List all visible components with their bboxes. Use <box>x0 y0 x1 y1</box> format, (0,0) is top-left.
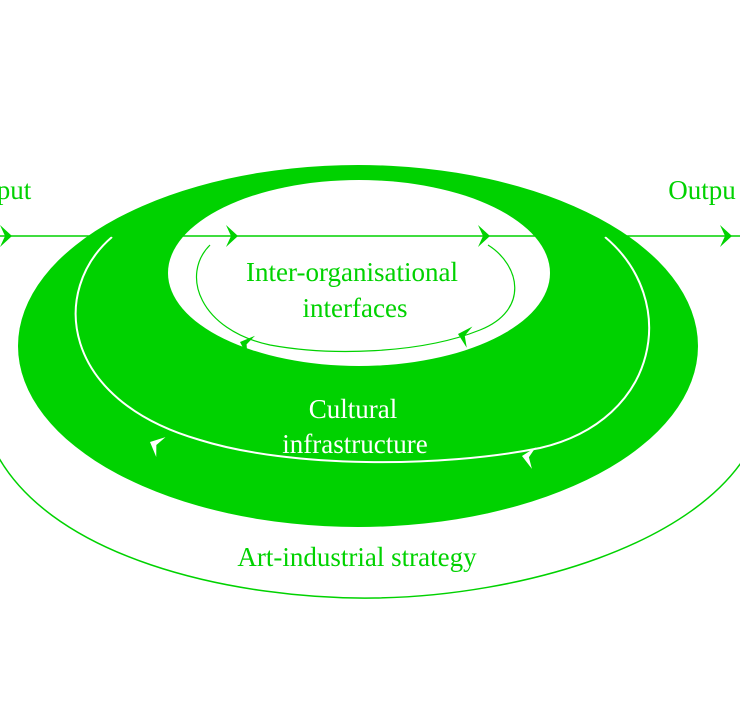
input-label: put <box>0 175 32 205</box>
interfaces-label: interfaces <box>302 293 408 323</box>
inter-organisational-label: Inter-organisational <box>246 257 458 287</box>
output-label: Outpu <box>668 175 736 205</box>
infrastructure-label: infrastructure <box>282 429 428 459</box>
cultural-label: Cultural <box>308 394 398 424</box>
interfaces-loop <box>195 244 516 352</box>
inter-organisational-core <box>168 180 550 366</box>
cultural-loop <box>74 236 650 464</box>
outer-strategy-arc <box>0 458 740 599</box>
art-industrial-strategy-label: Art-industrial strategy <box>237 542 477 572</box>
